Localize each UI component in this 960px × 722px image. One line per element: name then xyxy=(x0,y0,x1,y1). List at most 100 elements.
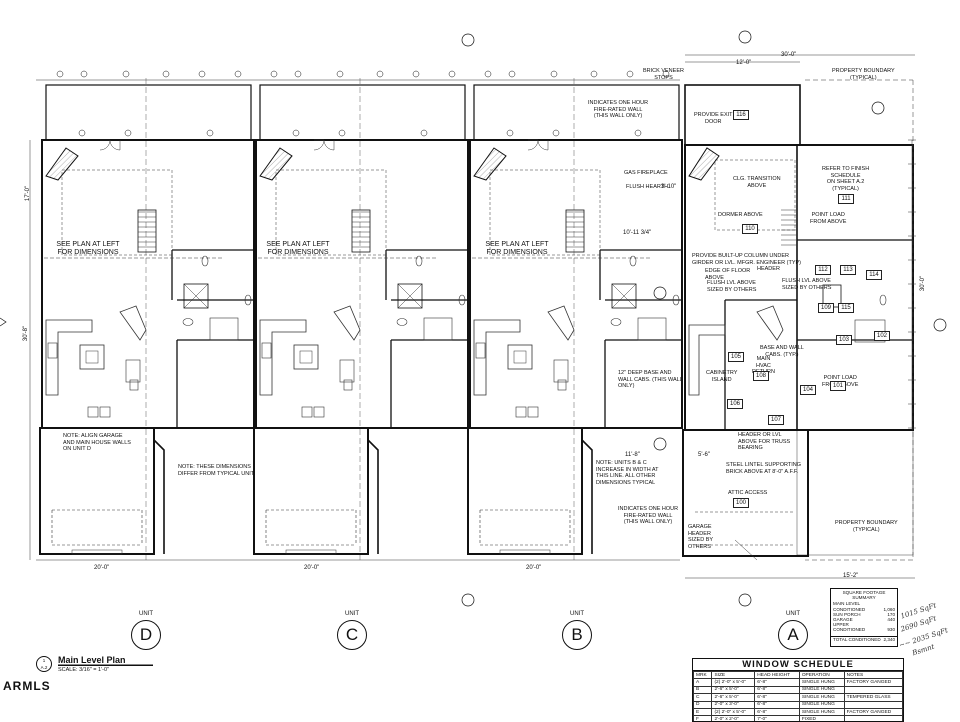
unit-c-island xyxy=(293,344,319,370)
room-tag-111: 111 xyxy=(838,194,854,204)
unit-d-range xyxy=(47,342,58,359)
window-schedule-cell: A xyxy=(693,678,713,687)
unit-d-door-2 xyxy=(109,139,121,151)
unit-c-stair-box xyxy=(351,209,371,253)
unit-d-dryer xyxy=(99,406,111,418)
unit-d-island xyxy=(79,344,105,370)
unit-b-washer xyxy=(515,406,527,418)
unit-b-dryer xyxy=(527,406,539,418)
unit-b-island-inner xyxy=(513,350,527,364)
note-steel-lintel: STEEL LINTEL SUPPORTING BRICK ABOVE AT 8… xyxy=(726,462,801,475)
window-schedule-cell: B xyxy=(693,685,713,695)
unit-b-fireplace xyxy=(473,147,507,181)
unit-a-counter xyxy=(688,324,726,396)
window-schedule-cell: (2) 2'-0" x 5'-0" xyxy=(711,678,756,687)
unit-b-porch-wall xyxy=(473,84,680,141)
dim-unit-b-bottom: 20'-0" xyxy=(526,565,542,571)
unit-c-dryer xyxy=(313,406,325,418)
note-garage-header: GARAGE HEADER SIZED BY OTHERS xyxy=(688,524,714,550)
sqft-value: 930 xyxy=(887,627,895,633)
unit-d-chase xyxy=(183,283,209,309)
window-schedule-cell: F xyxy=(693,715,713,721)
dim-b-garage: 11'-8" xyxy=(625,452,640,458)
unit-d-grid-bubble-mid xyxy=(124,129,132,137)
unit-c-grid-bubble-top xyxy=(294,70,302,78)
unit-b-sink xyxy=(610,318,622,326)
unit-c-chase xyxy=(397,283,423,309)
unit-c-toilet-2 xyxy=(458,294,466,306)
unit-c-grid-bubble-mid xyxy=(420,129,428,137)
unit-c-counter-angle xyxy=(333,305,361,341)
unit-letter-d: D xyxy=(131,620,161,650)
note-header: HEADER xyxy=(757,266,780,272)
unit-b-fridge xyxy=(553,359,569,383)
note-clg-transition: CLG. TRANSITION ABOVE xyxy=(733,176,781,189)
unit-c-grid-bubble-top xyxy=(336,70,344,78)
window-schedule-header: MRK xyxy=(693,670,713,680)
unit-c-porch-wall xyxy=(259,84,466,141)
window-schedule-cell: SINGLE HUNG xyxy=(798,685,845,695)
room-tag-112: 112 xyxy=(815,265,831,275)
note-property-boundary-top: PROPERTY BOUNDARY (TYPICAL) xyxy=(832,68,895,81)
sqft-row: MAIN LEVEL xyxy=(831,601,897,606)
unit-b-counter-angle xyxy=(547,305,575,341)
unit-d-sink xyxy=(182,318,194,326)
window-schedule-cell: SINGLE HUNG xyxy=(798,707,845,717)
unit-c-range xyxy=(261,342,272,359)
room-tag-113: 113 xyxy=(840,265,856,275)
sqft-row: UPPER xyxy=(831,622,897,627)
unit-c-toilet-1 xyxy=(415,255,423,267)
unit-d-grid-bubble-mid xyxy=(206,129,214,137)
window-schedule-cell: SINGLE HUNG xyxy=(798,700,845,709)
unit-word-a: UNIT xyxy=(786,611,800,617)
unit-d-grid-bubble-top xyxy=(198,70,206,78)
see-plan-note-c: SEE PLAN AT LEFT FOR DIMENSIONS xyxy=(266,241,330,256)
room-tag-107: 107 xyxy=(768,415,785,425)
note-brick-veneer: BRICK VENEER STOPS xyxy=(643,68,684,81)
unit-c-sink xyxy=(396,318,408,326)
note-gas-fireplace: GAS FIREPLACE xyxy=(624,170,668,176)
note-flush-lvl-2: FLUSH LVL ABOVE SIZED BY OTHERS xyxy=(782,278,832,291)
unit-d-door-1 xyxy=(99,139,111,151)
window-schedule-cell: 2'-6" x 5'-0" xyxy=(711,693,756,702)
window-schedule-cell: 6'-8" xyxy=(754,693,800,702)
unit-d-grid-bubble-top xyxy=(162,70,170,78)
unit-c-door-2 xyxy=(323,139,335,151)
unit-c-grid-bubble-top xyxy=(376,70,384,78)
drawing-scale: SCALE: 3/16" = 1'-0" xyxy=(58,667,109,673)
section-marker-b2 xyxy=(653,437,667,451)
unit-d-grid-bubble-top xyxy=(80,70,88,78)
unit-d-fridge xyxy=(125,359,141,383)
note-provide-column: PROVIDE BUILT-UP COLUMN UNDER GIRDER OR … xyxy=(692,253,801,266)
window-schedule-cell: FACTORY GANGED xyxy=(843,707,903,717)
dim-unit-a-top: 30'-0" xyxy=(781,52,797,58)
window-schedule-header: OPERATION xyxy=(798,670,845,680)
unit-d-garage-angle-wall xyxy=(153,428,165,554)
dim-fireplace: 3'-10" xyxy=(661,184,677,190)
unit-b-door-1 xyxy=(527,139,539,151)
unit-a-yard xyxy=(796,429,914,556)
unit-d-island-inner xyxy=(85,350,99,364)
unit-c-washer xyxy=(301,406,313,418)
window-schedule-cell: 2'-6" x 5'-0" xyxy=(711,685,756,695)
window-schedule-cell: 6'-8" xyxy=(754,678,800,687)
sqft-value: 170 xyxy=(887,611,895,617)
window-schedule-cell: FACTORY GANGED xyxy=(843,678,903,687)
unit-c-grid-bubble-top xyxy=(412,70,420,78)
room-tag-110: 110 xyxy=(742,224,758,234)
unit-d-fireplace xyxy=(45,147,79,181)
unit-letter-c: C xyxy=(337,620,367,650)
room-tag-114: 114 xyxy=(866,270,882,280)
